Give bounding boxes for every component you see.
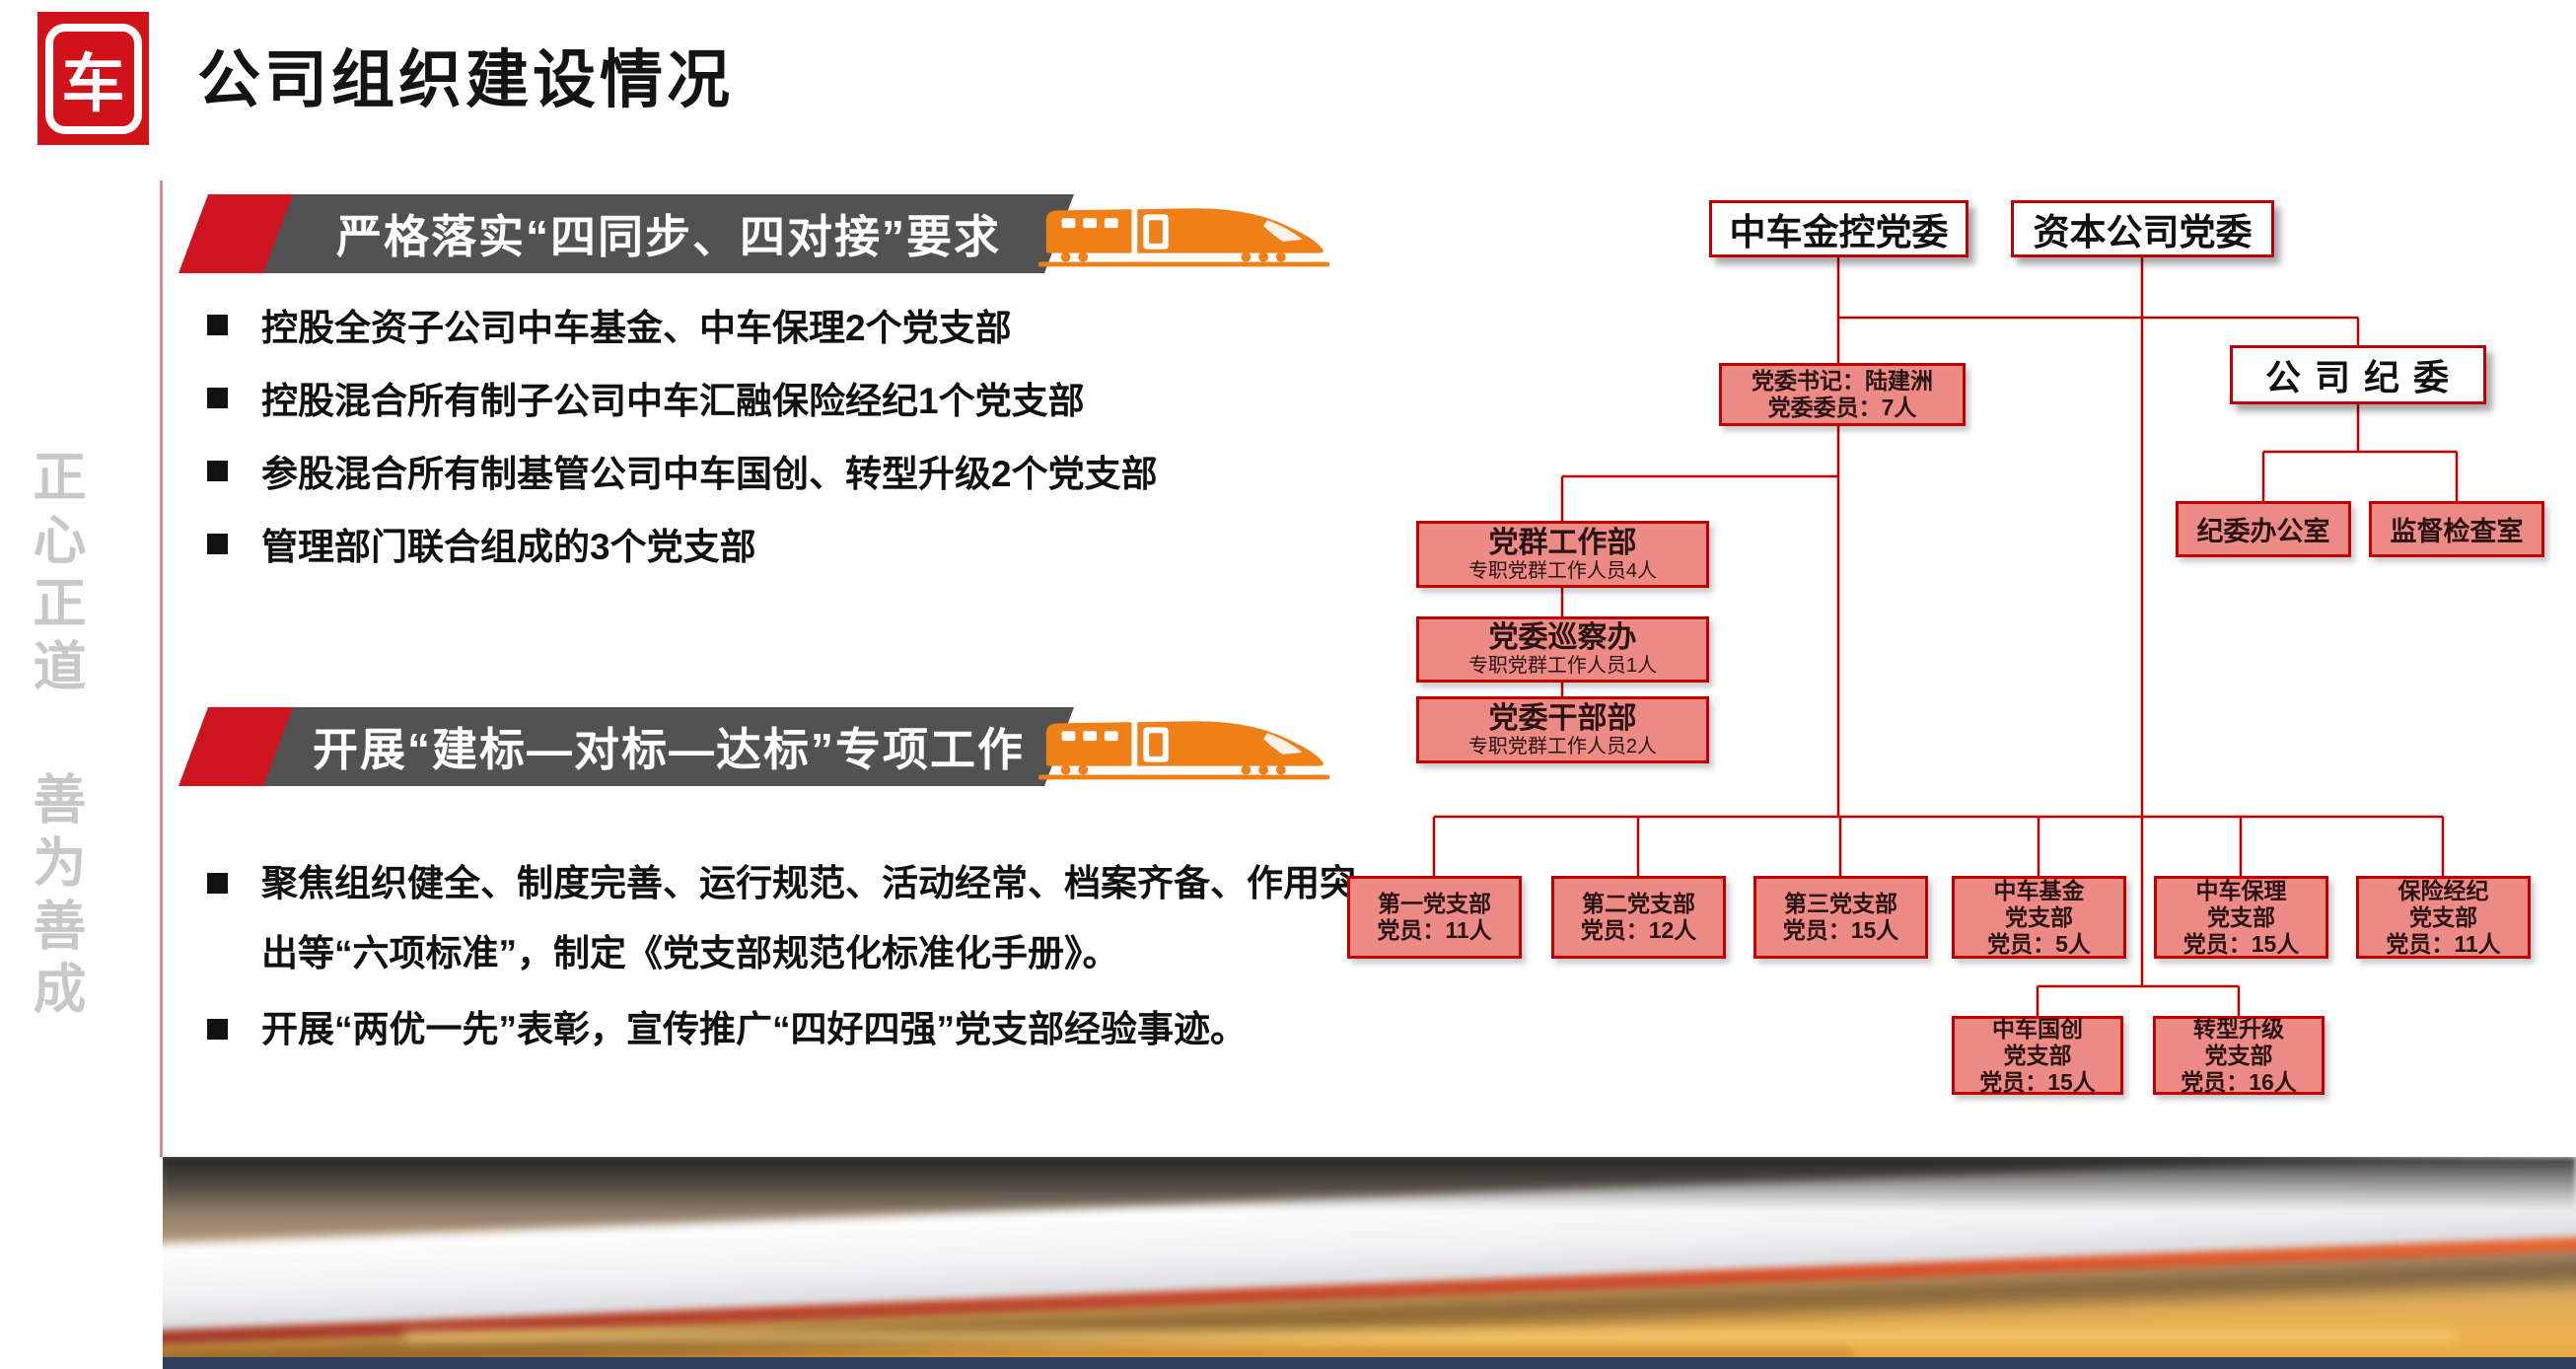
photo-bottom-strip [163, 1357, 2576, 1369]
branch-node: 第三党支部 党员：15人 [1753, 876, 1928, 959]
branch-node: 中车国创 党支部 党员：15人 [1952, 1016, 2123, 1095]
banner-gray-bar: 开展“建标—对标—达标”专项工作 [263, 707, 1074, 786]
supervision-room-node: 监督检查室 [2369, 501, 2544, 557]
banner-gray-bar: 严格落实“四同步、四对接”要求 [263, 194, 1074, 273]
page-title: 公司组织建设情况 [197, 44, 734, 115]
org-top-left-node: 中车金控党委 [1709, 200, 1968, 257]
left-divider-line [160, 180, 163, 1157]
dept-title: 党群工作部 [1488, 526, 1637, 559]
list-item: 控股混合所有制子公司中车汇融保险经纪1个党支部 [207, 377, 1381, 421]
dept-node: 党委干部部 专职党群工作人员2人 [1416, 696, 1709, 763]
dept-subtitle: 专职党群工作人员2人 [1467, 735, 1658, 757]
list-item: 聚焦组织健全、制度完善、运行规范、活动经常、档案齐备、作用突出等“六项标准”，制… [207, 848, 1371, 988]
bullet-square-icon [207, 873, 228, 894]
bullet-text: 控股全资子公司中车基金、中车保理2个党支部 [261, 308, 1012, 348]
branch-node: 保险经纪 党支部 党员：11人 [2356, 876, 2531, 959]
train-photo [163, 1157, 2576, 1369]
dept-title: 党委干部部 [1488, 701, 1637, 735]
dept-node: 党群工作部 专职党群工作人员4人 [1416, 521, 1709, 588]
branch-node: 第二党支部 党员：12人 [1551, 876, 1726, 959]
bullet-square-icon [207, 387, 228, 408]
photo-top-blur [163, 1157, 2576, 1211]
branch-node: 转型升级 党支部 党员：16人 [2153, 1016, 2325, 1095]
crrc-logo-glyph: 车 [44, 23, 142, 134]
party-secretary-node: 党委书记：陆建洲 党委委员：7人 [1719, 363, 1966, 426]
list-item: 管理部门联合组成的3个党支部 [207, 523, 1381, 567]
dept-title: 党委巡察办 [1488, 621, 1637, 654]
bullet-text: 聚焦组织健全、制度完善、运行规范、活动经常、档案齐备、作用突出等“六项标准”，制… [261, 863, 1356, 973]
crrc-logo: 车 [37, 12, 149, 145]
photo-dark-streak [163, 1350, 1852, 1356]
branch-node: 第一党支部 党员：11人 [1347, 876, 1522, 959]
dept-subtitle: 专职党群工作人员1人 [1467, 655, 1658, 677]
bullet-square-icon [207, 460, 228, 481]
discipline-office-node: 纪委办公室 [2176, 501, 2351, 557]
photo-light-streak [403, 1333, 2456, 1340]
train-icon [1038, 208, 1329, 267]
dept-subtitle: 专职党群工作人员4人 [1467, 559, 1658, 582]
bullet-square-icon [207, 533, 228, 554]
branch-node: 中车基金 党支部 党员：5人 [1952, 876, 2126, 959]
list-item: 参股混合所有制基管公司中车国创、转型升级2个党支部 [207, 450, 1381, 494]
bullet-text: 开展“两优一先”表彰，宣传推广“四好四强”党支部经验事迹。 [261, 1009, 1247, 1049]
motto-text-1: 正心正道 [25, 449, 84, 701]
org-top-right-node: 资本公司党委 [2011, 200, 2274, 257]
section1-banner: 严格落实“四同步、四对接”要求 [173, 194, 1336, 273]
train-icon [1038, 721, 1329, 780]
motto-text-2: 善为善成 [25, 771, 84, 1024]
bullet-text: 控股混合所有制子公司中车汇融保险经纪1个党支部 [261, 381, 1085, 421]
list-item: 开展“两优一先”表彰，宣传推广“四好四强”党支部经验事迹。 [207, 994, 1371, 1064]
bullet-square-icon [207, 314, 228, 335]
section2-banner: 开展“建标—对标—达标”专项工作 [173, 707, 1336, 786]
section2-banner-label: 开展“建标—对标—达标”专项工作 [313, 724, 1025, 775]
dept-node: 党委巡察办 专职党群工作人员1人 [1416, 616, 1709, 683]
logo-char: 车 [61, 47, 125, 119]
discipline-committee-node: 公 司 纪 委 [2230, 345, 2486, 404]
bullet-square-icon [207, 1019, 228, 1040]
section1-banner-label: 严格落实“四同步、四对接”要求 [336, 211, 1001, 262]
section1-bullet-list: 控股全资子公司中车基金、中车保理2个党支部 控股混合所有制子公司中车汇融保险经纪… [207, 304, 1381, 596]
section2-bullet-list: 聚焦组织健全、制度完善、运行规范、活动经常、档案齐备、作用突出等“六项标准”，制… [207, 848, 1371, 1070]
list-item: 控股全资子公司中车基金、中车保理2个党支部 [207, 304, 1381, 348]
bullet-text: 参股混合所有制基管公司中车国创、转型升级2个党支部 [261, 454, 1158, 494]
bullet-text: 管理部门联合组成的3个党支部 [261, 527, 756, 567]
branch-node: 中车保理 党支部 党员：15人 [2154, 876, 2328, 959]
